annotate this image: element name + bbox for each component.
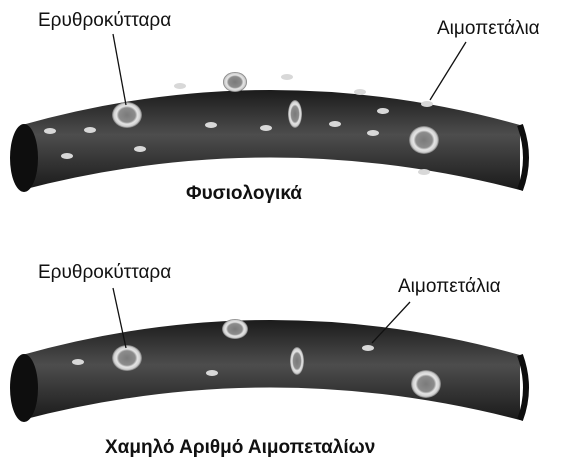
platelet [418, 169, 430, 175]
platelet [367, 130, 379, 136]
red-blood-cell [112, 345, 142, 371]
red-blood-cell [288, 100, 302, 128]
platelet [72, 359, 84, 365]
vessel-body [22, 90, 520, 190]
rbc-label-low: Ερυθροκύτταρα [38, 262, 171, 284]
platelet [174, 83, 186, 89]
red-blood-cell [290, 347, 304, 375]
platelet [44, 128, 56, 134]
platelet-label-low: Αιμοπετάλια [398, 276, 501, 298]
red-blood-cell [222, 319, 248, 339]
vessel-normal [10, 34, 526, 192]
platelet [206, 370, 218, 376]
red-blood-cell [223, 72, 247, 92]
platelet [84, 127, 96, 133]
platelet [329, 121, 341, 127]
caption-low-platelets: Χαμηλό Αριθμό Αιμοπεταλίων [105, 437, 375, 459]
platelet [134, 146, 146, 152]
rbc-label-normal: Ερυθροκύτταρα [38, 10, 171, 32]
platelet [354, 89, 366, 95]
platelet [281, 74, 293, 80]
vessel-opening-left [10, 354, 38, 422]
vessel-end-right [520, 355, 526, 420]
platelet-pointer-line [430, 42, 466, 100]
red-blood-cell [409, 126, 439, 154]
vessel-opening-left [10, 124, 38, 192]
caption-normal: Φυσιολογικά [186, 183, 302, 205]
platelet [421, 101, 433, 107]
platelet-label-normal: Αιμοπετάλια [437, 18, 540, 40]
vessel-body [22, 320, 520, 420]
platelet [260, 125, 272, 131]
platelet [61, 153, 73, 159]
platelet [377, 108, 389, 114]
vessel-low-platelets [10, 288, 526, 422]
platelet [205, 122, 217, 128]
rbc-pointer-line [113, 34, 126, 105]
red-blood-cell [411, 370, 441, 398]
red-blood-cell [112, 102, 142, 128]
vessel-end-right [520, 125, 526, 190]
platelet [362, 345, 374, 351]
